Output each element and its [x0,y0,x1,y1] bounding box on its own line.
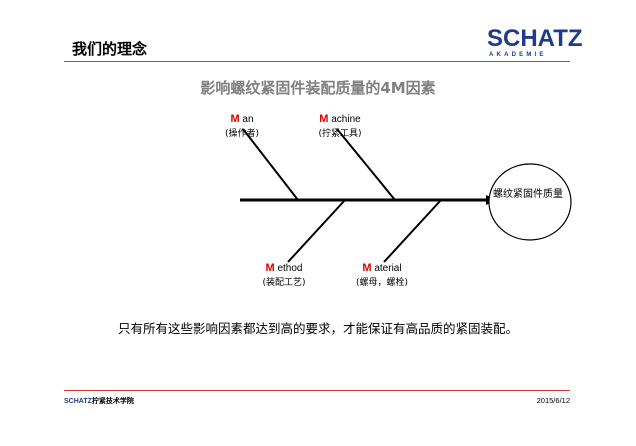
page-title: 我们的理念 [72,40,148,58]
schatz-logo: SCHATZ AKADEMIE [487,26,583,68]
method-initial: M [265,262,275,274]
diagram-title: 影响螺纹紧固件装配质量的4M因素 [200,79,436,97]
bone-method [287,199,346,263]
category-man: M an (操作者) [212,113,272,139]
bone-material [383,199,442,263]
category-method: M ethod (装配工艺) [250,262,318,288]
method-rest: ethod [277,263,303,274]
effect-label: 螺纹紧固件质量 [493,189,563,200]
machine-sub: (拧紧工具) [318,129,362,139]
summary-text: 只有所有这些影响因素都达到高的要求，才能保证有高品质的紧固装配。 [117,321,518,336]
logo-main-text: SCHATZ [487,25,583,52]
material-rest: aterial [374,263,402,274]
man-rest: an [242,114,254,125]
category-material: M aterial (螺母，螺栓) [344,262,420,288]
category-machine: M achine (拧紧工具) [300,113,380,139]
footer-divider [64,390,570,391]
man-initial: M [230,113,240,125]
bone-man [242,128,299,201]
man-sub: (操作者) [224,129,260,139]
material-sub: (螺母，螺栓) [355,278,409,288]
logo-sub-text: AKADEMIE [489,52,547,58]
header-divider [64,61,570,62]
effect-ellipse [488,163,572,241]
machine-rest: achine [331,114,361,125]
material-initial: M [362,262,372,274]
footer-date: 2015/6/12 [536,396,570,405]
method-sub: (装配工艺) [262,278,306,288]
footer-brand: SCHATZ拧紧技术学院 [64,396,134,406]
footer-brand-name: SCHATZ [64,398,92,405]
machine-initial: M [319,113,329,125]
bone-machine [336,128,396,201]
footer-brand-suffix: 拧紧技术学院 [91,397,134,405]
